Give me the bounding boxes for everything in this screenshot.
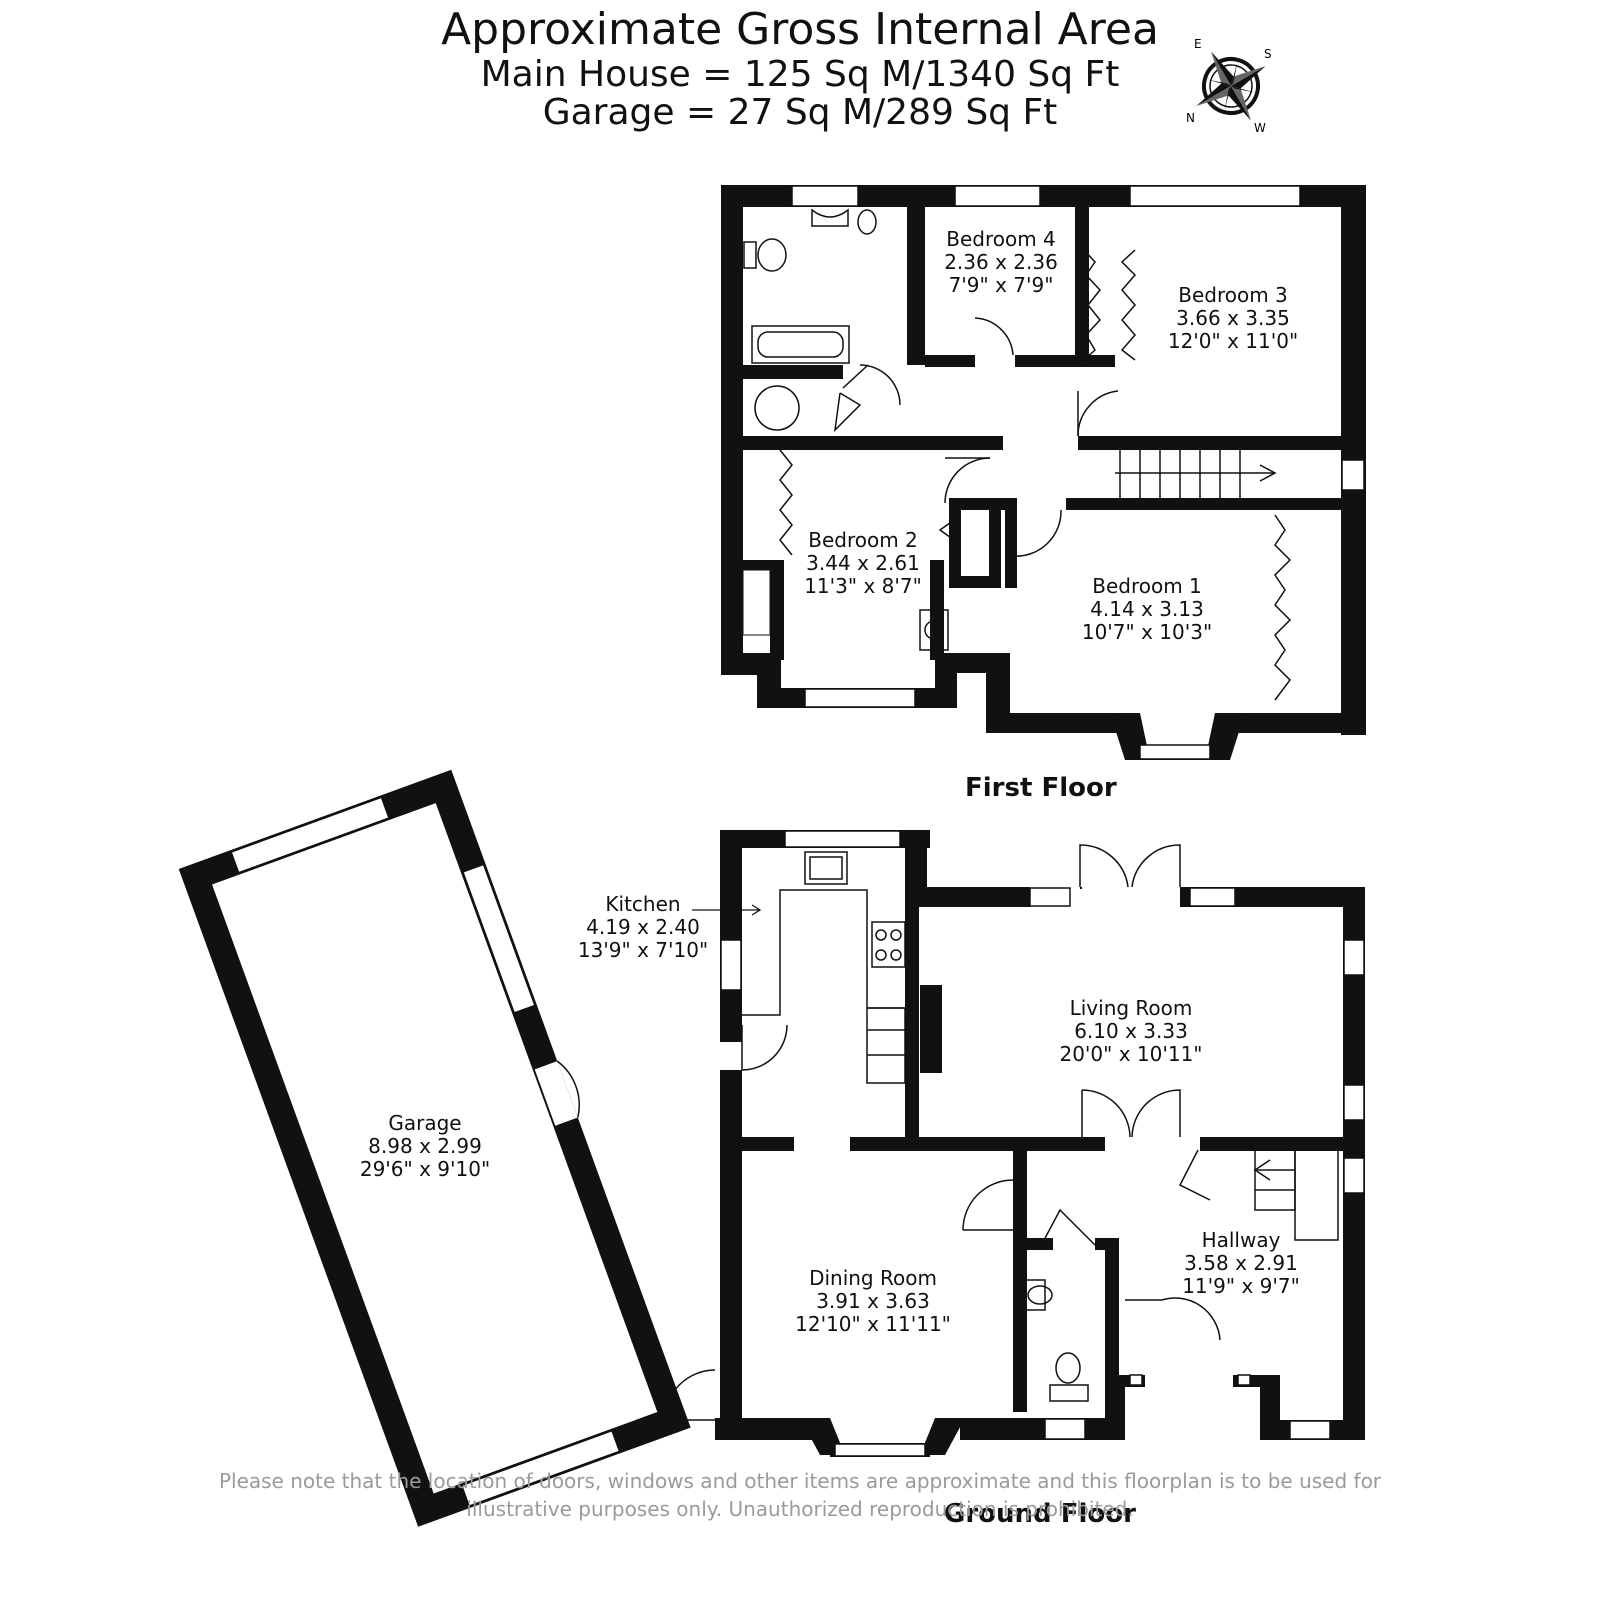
room-label-living-room: Living Room 6.10 x 3.33 20'0" x 10'11" [1059,997,1202,1066]
room-imperial: 12'10" x 11'11" [795,1312,951,1336]
room-metric: 3.58 x 2.91 [1184,1251,1298,1275]
room-name: Garage [388,1111,462,1135]
room-imperial: 7'9" x 7'9" [948,273,1054,297]
compass-n-label: N [1186,111,1195,125]
room-name: Bedroom 2 [808,528,918,552]
room-label-garage: Garage 8.98 x 2.99 29'6" x 9'10" [360,1112,490,1181]
room-imperial: 29'6" x 9'10" [359,1157,491,1181]
ground-floor-plan [715,830,1365,1457]
room-label-bedroom4: Bedroom 4 2.36 x 2.36 7'9" x 7'9" [944,228,1058,297]
room-imperial: 11'9" x 9'7" [1182,1274,1300,1298]
compass-e-label: E [1194,37,1202,51]
room-metric: 3.66 x 3.35 [1176,306,1290,330]
main-house-area: Main House = 125 Sq M/1340 Sq Ft [480,54,1120,95]
room-label-kitchen: Kitchen 4.19 x 2.40 13'9" x 7'10" [578,893,708,962]
first-floor-fixtures [743,208,1292,701]
room-metric: 4.14 x 3.13 [1090,597,1204,621]
first-floor-windows [742,185,1365,760]
kitchen-pointer-arrow-icon [692,904,762,916]
room-name: Bedroom 1 [1092,574,1202,598]
ground-floor-windows [720,830,1365,1457]
room-label-bedroom3: Bedroom 3 3.66 x 3.35 12'0" x 11'0" [1168,284,1298,353]
compass-rose-icon: E S N W [1186,37,1272,135]
ground-floor-title: Ground Floor [944,1499,1136,1529]
room-imperial: 13'9" x 7'10" [577,938,709,962]
disclaimer-text: Please note that the location of doors, … [218,1469,1382,1521]
room-metric: 3.44 x 2.61 [806,551,920,575]
room-label-bedroom1: Bedroom 1 4.14 x 3.13 10'7" x 10'3" [1082,575,1212,644]
room-name: Kitchen [605,892,681,916]
room-metric: 6.10 x 3.33 [1074,1019,1188,1043]
compass-w-label: W [1254,121,1266,135]
room-metric: 3.91 x 3.63 [816,1289,930,1313]
room-label-dining-room: Dining Room 3.91 x 3.63 12'10" x 11'11" [795,1267,951,1336]
room-imperial: 20'0" x 10'11" [1059,1042,1203,1066]
first-floor-title: First Floor [965,773,1117,803]
compass-s-label: S [1264,47,1272,61]
ground-floor-fixtures [664,844,1339,1421]
room-name: Dining Room [809,1266,937,1290]
room-metric: 2.36 x 2.36 [944,250,1058,274]
garage-area: Garage = 27 Sq M/289 Sq Ft [542,92,1058,133]
garage-plan [178,769,691,1527]
room-imperial: 12'0" x 11'0" [1167,329,1299,353]
room-name: Living Room [1069,996,1193,1020]
room-name: Bedroom 4 [946,227,1056,251]
room-name: Bedroom 3 [1178,283,1288,307]
area-title: Approximate Gross Internal Area [441,4,1159,55]
room-metric: 8.98 x 2.99 [368,1134,482,1158]
room-name: Hallway [1201,1228,1281,1252]
room-label-hallway: Hallway 3.58 x 2.91 11'9" x 9'7" [1182,1229,1300,1298]
room-imperial: 11'3" x 8'7" [804,574,922,598]
room-metric: 4.19 x 2.40 [586,915,700,939]
room-imperial: 10'7" x 10'3" [1081,620,1213,644]
room-label-bedroom2: Bedroom 2 3.44 x 2.61 11'3" x 8'7" [804,529,922,598]
